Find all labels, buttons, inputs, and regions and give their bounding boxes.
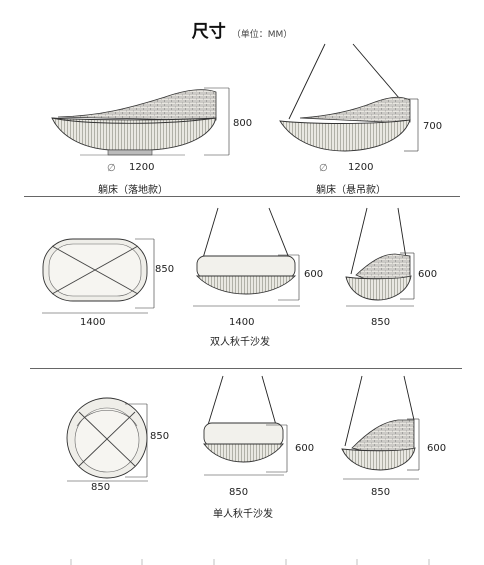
floor-lounger-dim-lines (204, 87, 230, 156)
floor-lounger-shell (51, 117, 217, 151)
double-swing-side-view (345, 207, 412, 301)
double-top-depth: 850 (155, 264, 175, 275)
title-main: 尺寸 (191, 22, 226, 42)
floor-lounger-diameter: 1200 (129, 162, 155, 173)
floor-lounger-backrest (57, 89, 217, 121)
floor-lounger-height: 800 (233, 118, 253, 129)
hanging-lounger-dim-lines (404, 98, 419, 152)
single-top-dim-lines (67, 403, 148, 482)
bottom-ticks (70, 559, 430, 565)
single-top-depth: 850 (150, 431, 170, 442)
floor-lounger-drawing (51, 89, 217, 156)
hanging-lounger-drawing (279, 43, 411, 152)
single-swing-top-view (66, 397, 148, 479)
double-swing-front-view (195, 207, 297, 295)
floor-lounger-diameter-symbol: ∅ (107, 163, 116, 174)
page-title: 尺寸 （单位：MM） (0, 17, 484, 42)
single-side-depth: 850 (371, 487, 391, 498)
floor-lounger-caption: 躺床（落地款） (98, 185, 168, 196)
single-front-dim-lines (204, 424, 288, 476)
double-side-height: 600 (418, 269, 438, 280)
hanging-lounger-shell (279, 119, 411, 152)
double-swing-caption: 双人秋千沙发 (210, 337, 270, 348)
single-side-dim-lines (343, 418, 420, 480)
double-side-depth: 850 (371, 317, 391, 328)
hanging-lounger-caption: 躺床（悬吊款） (316, 185, 386, 196)
single-top-width: 850 (91, 482, 111, 493)
title-unit: （单位：MM） (231, 30, 293, 40)
double-front-dim-lines (193, 254, 300, 307)
double-swing-top-view (42, 238, 148, 302)
floor-lounger-base (107, 149, 153, 156)
double-top-dim-lines (42, 238, 155, 314)
section-divider-1 (24, 196, 460, 197)
hanging-lounger-diameter-symbol: ∅ (319, 163, 328, 174)
single-swing-front-view (203, 375, 284, 463)
double-front-height: 600 (304, 269, 324, 280)
single-front-height: 600 (295, 443, 315, 454)
hanging-lounger-diameter: 1200 (348, 162, 374, 173)
hanging-lounger-backrest (299, 96, 411, 123)
hanging-lounger-height: 700 (423, 121, 443, 132)
double-side-dim-lines (346, 252, 415, 307)
single-side-height: 600 (427, 443, 447, 454)
double-front-width: 1400 (229, 317, 255, 328)
single-swing-side-view (341, 375, 416, 471)
double-top-width: 1400 (80, 317, 106, 328)
single-front-width: 850 (229, 487, 249, 498)
single-swing-caption: 单人秋千沙发 (213, 509, 273, 520)
section-divider-2 (30, 368, 462, 369)
